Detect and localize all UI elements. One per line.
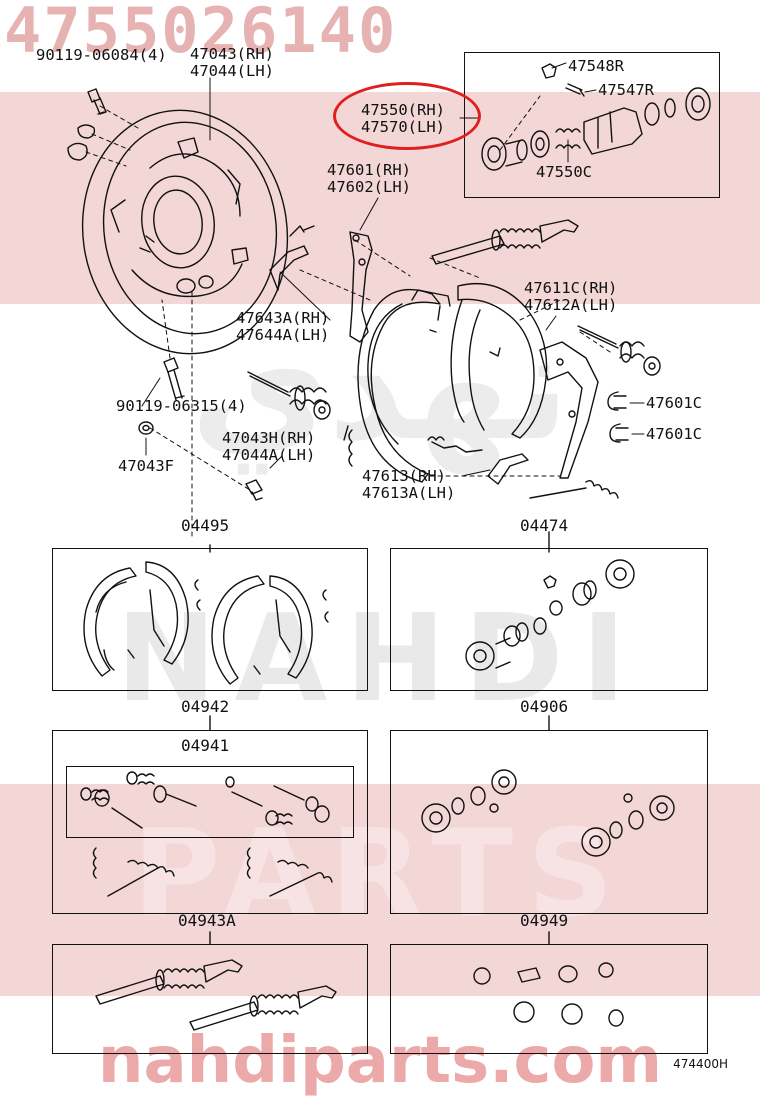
brake-shoe-rear <box>450 282 548 439</box>
callout-lever-sub: 47643A(RH) 47644A(LH) <box>236 309 330 344</box>
callout-parking-lever: 47611C(RH) 47612A(LH) <box>524 279 618 314</box>
illustration-reference-code: 474400H <box>673 1057 728 1071</box>
kit-04941-illustration <box>80 771 330 829</box>
kit-title-04942: 04942 <box>181 697 230 716</box>
callout-bleeder-plug: 47547R <box>598 81 654 99</box>
kit-box-04949[interactable] <box>390 944 708 1054</box>
kit-title-04941: 04941 <box>181 736 230 755</box>
callout-backing-plate: 47043(RH) 47044(LH) <box>190 45 274 80</box>
kit-box-04495[interactable] <box>52 548 368 691</box>
callout-clip-lower: 47601C <box>646 425 702 443</box>
watermark-arabic: نهدي <box>190 300 570 474</box>
callout-washer: 47043F <box>118 457 174 475</box>
kit-04949-illustration <box>473 962 624 1027</box>
kit-04942-springs <box>92 847 333 897</box>
kit-box-04943a[interactable] <box>52 944 368 1054</box>
kit-04495-illustration <box>83 561 329 685</box>
callout-clip-upper: 47601C <box>646 394 702 412</box>
callout-bolt-backing-plate: 90119-06084(4) <box>36 46 167 64</box>
kit-box-04941[interactable] <box>66 766 354 838</box>
kit-title-04906: 04906 <box>520 697 569 716</box>
wheel-cylinder-illustration <box>481 63 711 171</box>
kit-title-04943a: 04943A <box>178 911 236 930</box>
highlight-ring <box>333 82 481 150</box>
watermark-brand-parts: PARTS <box>132 805 628 944</box>
callout-wheel-cylinder-assy[interactable]: 47550(RH) 47570(LH) <box>361 101 445 136</box>
kit-04906-illustration <box>421 769 675 857</box>
callout-cylinder-kit: 47550C <box>536 163 592 181</box>
kit-box-04474[interactable] <box>390 548 708 691</box>
kit-title-04949: 04949 <box>520 911 569 930</box>
backing-plate-illustration <box>81 109 289 355</box>
bolt-90119-06315 <box>163 357 185 401</box>
callout-bleeder-cap: 47548R <box>568 57 624 75</box>
brake-shoe-front <box>357 288 451 483</box>
callout-strut: 47601(RH) 47602(LH) <box>327 161 411 196</box>
kit-title-04495: 04495 <box>181 516 230 535</box>
callout-bolt-lower: 90119-06315(4) <box>116 397 247 415</box>
kit-04943a-illustration <box>95 959 337 1031</box>
callout-hole-plug: 47043H(RH) 47044A(LH) <box>222 429 316 464</box>
kit-box-04942[interactable] <box>52 730 368 914</box>
watermark-band-bottom <box>0 784 760 996</box>
watermark-site: nahdiparts.com <box>97 1024 663 1098</box>
kit-title-04474: 04474 <box>520 516 569 535</box>
callout-adjusting-lever: 47613(RH) 47613A(LH) <box>362 467 456 502</box>
kit-04474-illustration <box>465 559 635 671</box>
kit-box-04906[interactable] <box>390 730 708 914</box>
adjuster-assembly <box>431 219 579 265</box>
watermark-part-number: 4755026140 <box>4 0 398 67</box>
bolt-90119-06084 <box>87 88 107 115</box>
watermark-brand-latin: NAHDI <box>116 590 644 729</box>
